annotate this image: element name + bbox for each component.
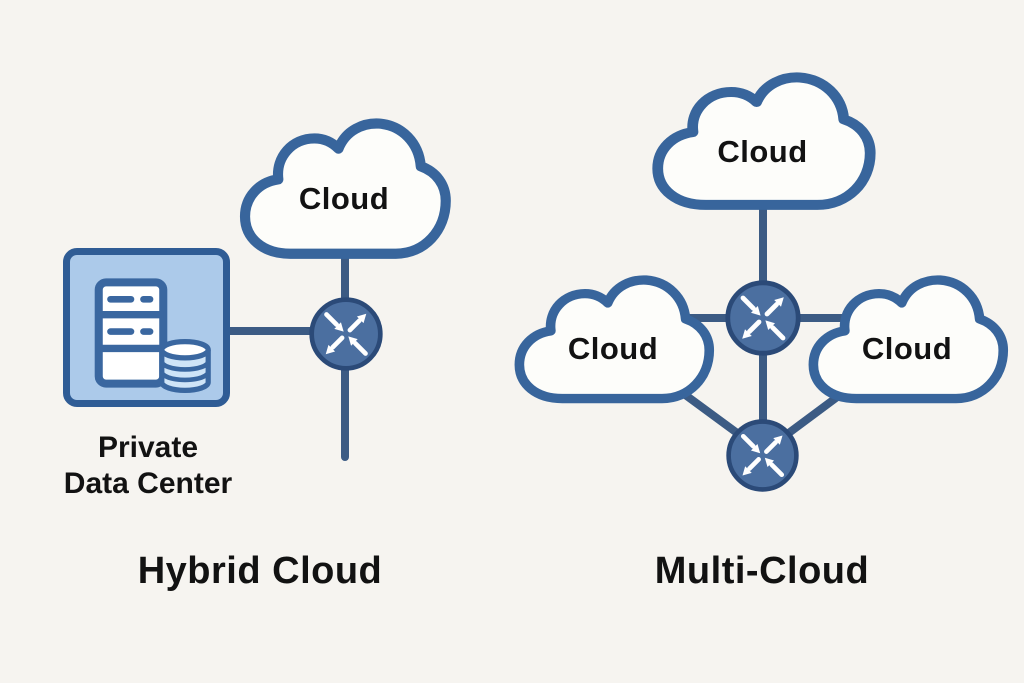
hybrid-router-icon	[307, 295, 385, 373]
cloud-icon	[808, 275, 1009, 404]
multi-right-cloud-node: Cloud	[802, 275, 1012, 407]
datacenter-label: Private Data Center	[63, 431, 233, 500]
cloud-icon	[514, 275, 715, 404]
cloud-label: Cloud	[717, 133, 808, 169]
cloud-label: Cloud	[298, 181, 390, 217]
multi-top-router-icon	[723, 278, 803, 358]
multi-title: Multi-Cloud	[654, 550, 870, 592]
multi-left-cloud-node: Cloud	[508, 275, 718, 407]
hybrid-cloud-node: Cloud	[233, 118, 455, 263]
cloud-icon	[652, 72, 876, 210]
hybrid-title: Hybrid Cloud	[137, 550, 383, 592]
datacenter-box	[63, 248, 230, 407]
cloud-label: Cloud	[861, 330, 953, 366]
cloud-icon	[239, 118, 451, 259]
server-icon	[94, 278, 168, 388]
multi-top-cloud-node: Cloud	[645, 72, 880, 214]
multi-bottom-router-icon	[724, 417, 801, 494]
cloud-label: Cloud	[567, 330, 659, 366]
database-icon	[159, 339, 211, 393]
